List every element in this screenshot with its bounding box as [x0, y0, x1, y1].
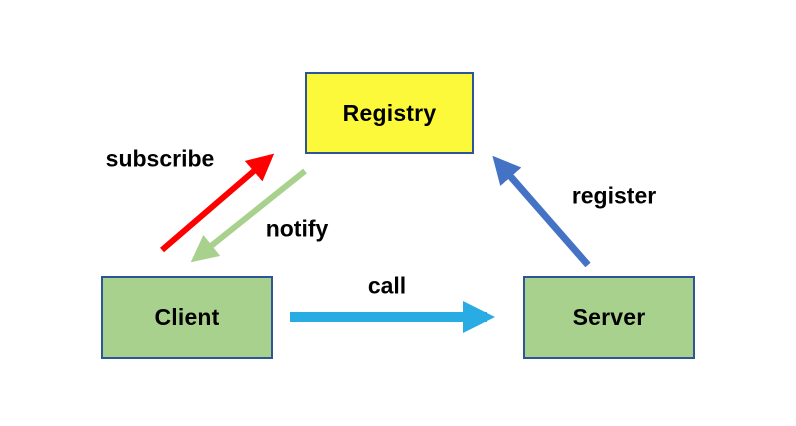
subscribe-arrow [160, 153, 275, 253]
notify-label: notify [265, 215, 329, 242]
node-client-label: Client [154, 304, 220, 330]
node-server: Server [523, 276, 695, 359]
call-label: call [367, 272, 407, 299]
register-arrow [492, 155, 591, 268]
register-label: register [571, 182, 657, 209]
node-client: Client [101, 276, 273, 359]
node-registry: Registry [305, 72, 474, 154]
notify-arrow [190, 168, 307, 263]
node-registry-label: Registry [342, 99, 437, 126]
node-server-label: Server [572, 304, 646, 330]
subscribe-label: subscribe [105, 145, 215, 172]
